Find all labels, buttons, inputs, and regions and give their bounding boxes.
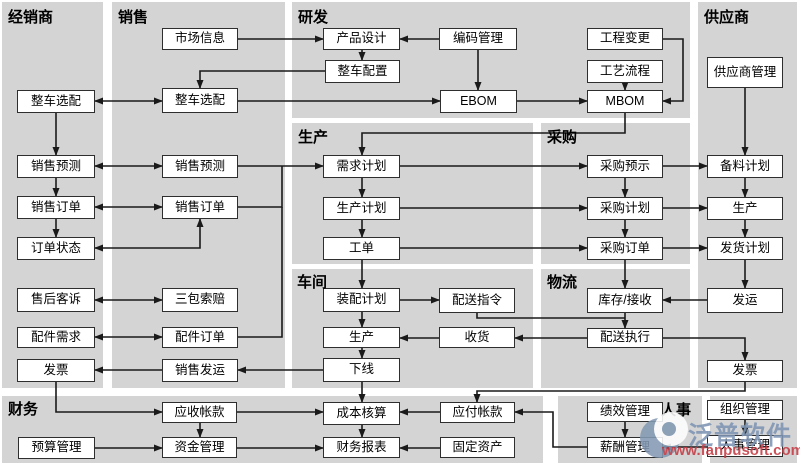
node-performance-mgmt: 绩效管理 — [587, 402, 663, 422]
node-personnel-mgmt: 人事管理 — [707, 435, 783, 457]
section-label-logistics: 物流 — [547, 274, 578, 291]
node-offline: 下线 — [323, 358, 400, 382]
node-sales-forecast-dealer: 销售预测 — [17, 155, 95, 178]
section-label-hr: 人事 — [661, 402, 692, 419]
node-demand-plan: 需求计划 — [323, 155, 400, 178]
node-vehicle-config-dealer: 整车选配 — [17, 90, 95, 113]
section-label-production: 生产 — [298, 129, 329, 146]
node-eng-change: 工程变更 — [587, 28, 663, 50]
section-label-rnd: 研发 — [298, 9, 329, 26]
node-invoice-dealer: 发票 — [17, 359, 95, 382]
node-code-mgmt: 编码管理 — [439, 28, 517, 50]
node-financial-report: 财务报表 — [323, 437, 400, 458]
node-market-info: 市场信息 — [162, 28, 238, 50]
node-accounts-payable: 应付帐款 — [440, 402, 515, 423]
node-parts-demand: 配件需求 — [17, 327, 95, 348]
node-sales-order-dealer: 销售订单 — [17, 196, 95, 219]
node-purchase-plan: 采购计划 — [587, 197, 663, 220]
node-material-prep-plan: 备料计划 — [707, 155, 783, 178]
node-salary-mgmt: 薪酬管理 — [587, 437, 663, 458]
section-label-procurement: 采购 — [547, 129, 578, 146]
section-label-supplier: 供应商 — [704, 9, 750, 26]
node-vehicle-configuration: 整车配置 — [325, 60, 400, 83]
node-order-status: 订单状态 — [17, 237, 95, 260]
section-label-dealer: 经销商 — [8, 9, 54, 26]
section-label-finance: 财务 — [8, 401, 39, 418]
node-mbom: MBOM — [587, 90, 663, 113]
node-cost-accounting: 成本核算 — [323, 402, 400, 425]
node-delivery-execution: 配送执行 — [587, 328, 663, 348]
node-ebom: EBOM — [440, 90, 517, 113]
node-parts-order: 配件订单 — [162, 327, 238, 348]
node-accounts-receivable: 应收帐款 — [162, 402, 237, 423]
node-after-sales-complaint: 售后客诉 — [17, 288, 95, 312]
node-warranty-claim: 三包索赔 — [162, 288, 238, 312]
node-supplier-mgmt: 供应商管理 — [707, 57, 783, 88]
node-supplier-shipment: 发运 — [707, 288, 783, 313]
node-org-mgmt: 组织管理 — [707, 400, 783, 420]
node-fund-mgmt: 资金管理 — [162, 437, 237, 458]
section-label-sales: 销售 — [118, 9, 149, 26]
node-product-design: 产品设计 — [323, 28, 400, 50]
node-supplier-production: 生产 — [707, 197, 783, 220]
node-sales-order: 销售订单 — [162, 196, 238, 219]
node-assembly-plan: 装配计划 — [323, 288, 400, 312]
node-sales-forecast: 销售预测 — [162, 155, 238, 178]
node-purchase-forecast: 采购预示 — [587, 155, 663, 178]
node-workshop-production: 生产 — [323, 327, 400, 348]
node-inventory-receiving: 库存/接收 — [587, 288, 663, 313]
node-work-order: 工单 — [323, 237, 400, 260]
node-supplier-invoice: 发票 — [707, 360, 783, 382]
node-production-plan: 生产计划 — [323, 197, 400, 220]
node-budget-mgmt: 预算管理 — [18, 437, 95, 459]
node-sales-shipment: 销售发运 — [162, 359, 238, 382]
node-process-flow: 工艺流程 — [587, 60, 663, 83]
section-label-workshop: 车间 — [297, 274, 328, 291]
node-vehicle-config-sales: 整车选配 — [162, 88, 238, 113]
node-delivery-plan: 发货计划 — [707, 237, 783, 260]
node-goods-receiving: 收货 — [439, 327, 515, 348]
node-delivery-instruction: 配送指令 — [439, 288, 515, 313]
node-fixed-assets: 固定资产 — [440, 437, 515, 458]
node-purchase-order: 采购订单 — [587, 237, 663, 260]
